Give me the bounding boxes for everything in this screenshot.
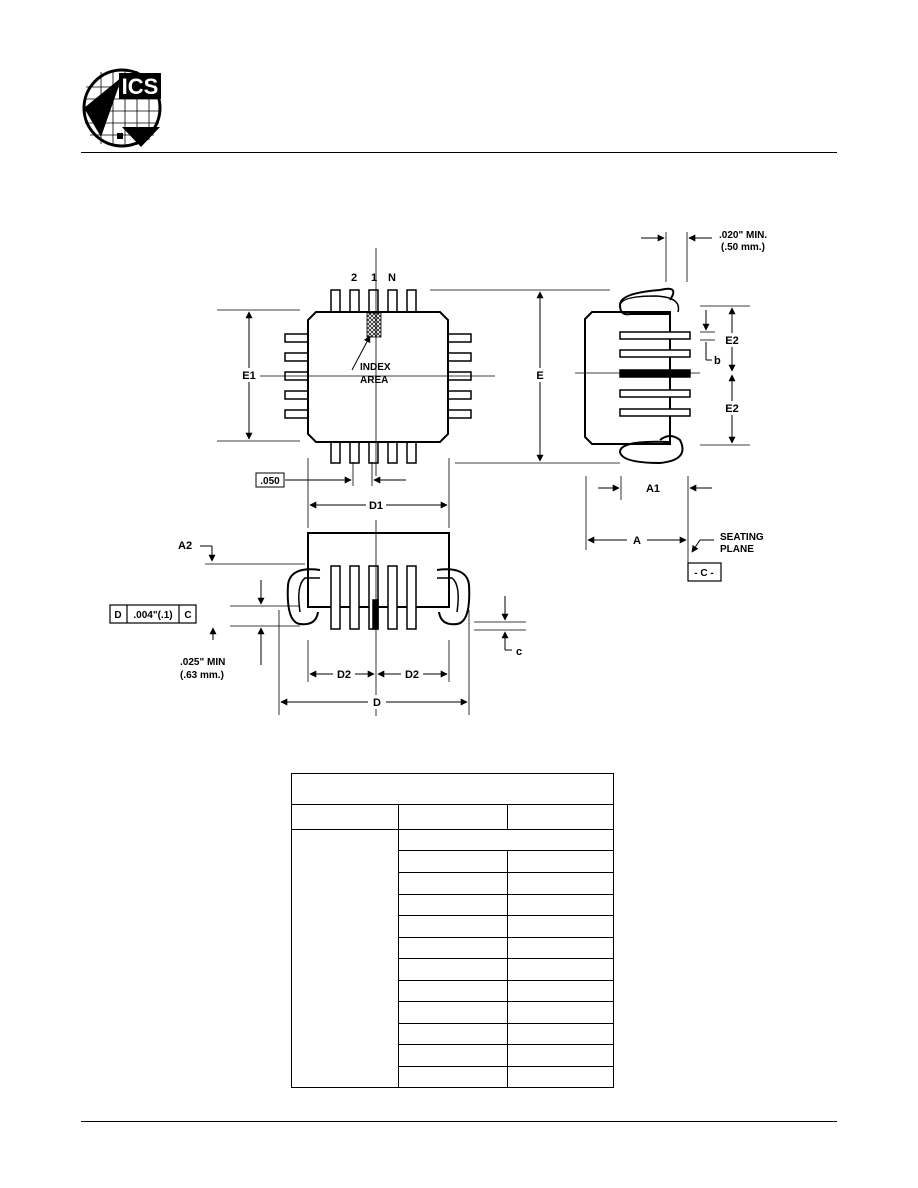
top-view bbox=[260, 248, 495, 476]
dim-e2-top-label: E2 bbox=[725, 335, 738, 347]
dim-a-label: A bbox=[633, 535, 641, 547]
seating-plane-line1: SEATING bbox=[720, 532, 764, 543]
dim-d2-right-label: D2 bbox=[405, 669, 419, 681]
flatness-ref: C bbox=[184, 610, 191, 621]
dim-a2-label: A2 bbox=[178, 540, 192, 552]
dim-e1-label: E1 bbox=[242, 370, 255, 382]
dim-d1-label: D1 bbox=[369, 500, 383, 512]
package-outline-drawing: 2 1 N INDEX AREA E1 E E2 E2 b .020" MIN.… bbox=[109, 230, 767, 716]
logo-text: ICS bbox=[122, 74, 159, 99]
dim-a1-label: A1 bbox=[646, 483, 660, 495]
pin-1-label: 1 bbox=[371, 272, 377, 284]
dim-d-label: D bbox=[373, 697, 381, 709]
index-label-line1: INDEX bbox=[360, 362, 391, 373]
ics-logo: ICS bbox=[82, 68, 162, 148]
pitch-label: .050 bbox=[260, 476, 280, 487]
dim-b-label: b bbox=[714, 355, 721, 367]
datum-c-label: - C - bbox=[694, 568, 713, 579]
standoff-min-line1: .025" MIN bbox=[180, 657, 225, 668]
pin-2-label: 2 bbox=[351, 272, 357, 284]
side-view bbox=[575, 287, 700, 465]
lead-min-line2: (.50 mm.) bbox=[721, 242, 765, 253]
flatness-symbol: D bbox=[114, 610, 121, 621]
dim-d2-left-label: D2 bbox=[337, 669, 351, 681]
flatness-value: .004"(.1) bbox=[133, 610, 172, 621]
seating-plane-line2: PLANE bbox=[720, 544, 754, 555]
header-rule bbox=[81, 152, 837, 153]
dim-e2-bottom-label: E2 bbox=[725, 403, 738, 415]
dimension-table bbox=[291, 773, 614, 1088]
lead-min-line1: .020" MIN. bbox=[719, 230, 767, 241]
front-view bbox=[286, 520, 471, 716]
footer-rule bbox=[81, 1121, 837, 1122]
dim-c-label: c bbox=[516, 646, 522, 658]
standoff-min-line2: (.63 mm.) bbox=[180, 670, 224, 681]
pin-n-label: N bbox=[388, 272, 396, 284]
index-label-line2: AREA bbox=[360, 375, 388, 386]
dim-e-label: E bbox=[536, 370, 543, 382]
